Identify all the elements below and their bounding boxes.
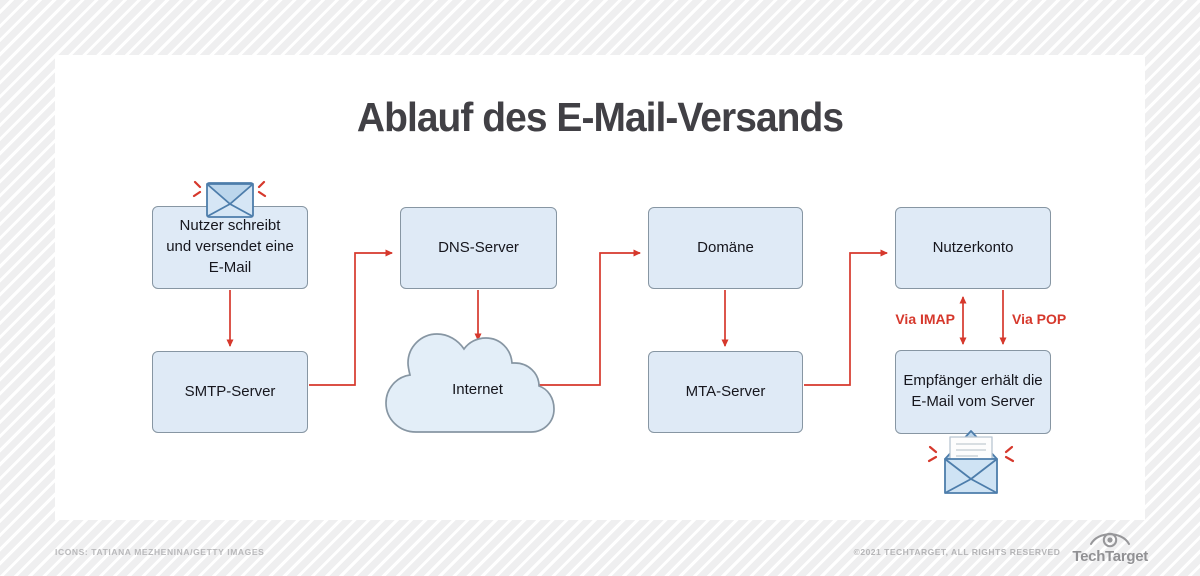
node-recipient: Empfänger erhält die E-Mail vom Server [895, 350, 1051, 434]
node-smtp-server-label: SMTP-Server [184, 382, 276, 400]
node-mta-server-label: MTA-Server [685, 382, 766, 400]
node-mta-server: MTA-Server [648, 351, 803, 433]
node-user-writes-label: Nutzer schreibt und versendet eine E-Mai… [166, 217, 294, 276]
edge-label-pop: Via POP [1012, 311, 1067, 327]
techtarget-eye-icon [1090, 532, 1131, 548]
techtarget-logo: TechTarget [1072, 527, 1148, 564]
node-user-account: Nutzerkonto [895, 207, 1051, 289]
node-smtp-server: SMTP-Server [152, 351, 308, 433]
page-title: Ablauf des E-Mail-Versands [356, 94, 844, 140]
node-internet-label: Internet [452, 381, 503, 398]
node-dns-server-label: DNS-Server [438, 238, 519, 256]
techtarget-wordmark: TechTarget [1072, 548, 1148, 565]
footer-right: ©2021 TECHTARGET, ALL RIGHTS RESERVED Te… [854, 527, 1148, 564]
node-user-writes: Nutzer schreibt und versendet eine E-Mai… [152, 206, 308, 289]
node-dns-server: DNS-Server [400, 207, 557, 289]
node-domain: Domäne [648, 207, 803, 289]
icon-credit: ICONS: TATIANA MEZHENINA/GETTY IMAGES [55, 547, 265, 557]
copyright-text: ©2021 TECHTARGET, ALL RIGHTS RESERVED [853, 547, 1061, 557]
edge-label-imap: Via IMAP [895, 311, 955, 327]
node-user-account-label: Nutzerkonto [932, 238, 1014, 256]
node-recipient-label: Empfänger erhält die E-Mail vom Server [903, 372, 1043, 410]
node-domain-label: Domäne [697, 238, 754, 256]
